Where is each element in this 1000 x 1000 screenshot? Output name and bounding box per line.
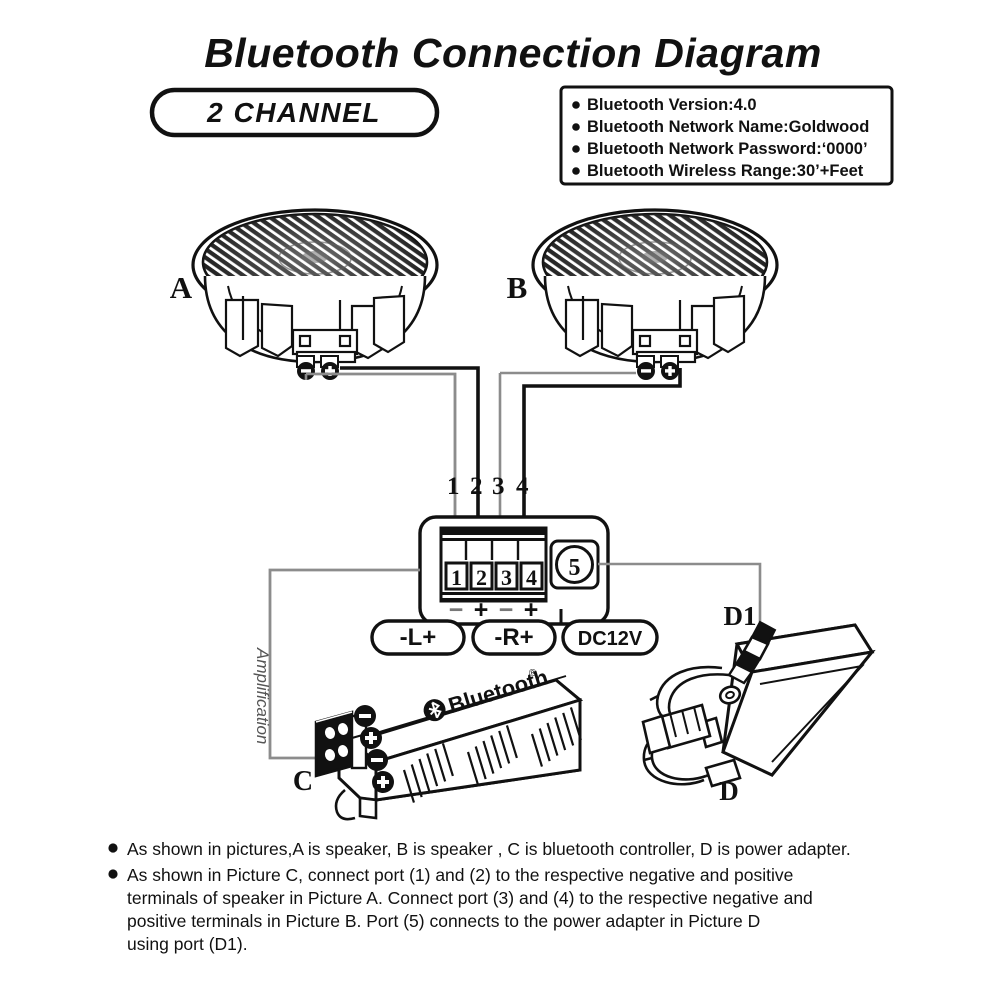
dc-power-wire xyxy=(559,562,762,624)
speaker-wires xyxy=(304,366,682,540)
spec-item: Bluetooth Network Password:‘0000’ xyxy=(587,140,868,158)
minus-icon xyxy=(371,758,383,762)
connector-pill-label-2: DC12V xyxy=(578,628,643,650)
speaker-a-terminals xyxy=(296,355,339,380)
polarity-marker-1: + xyxy=(474,596,489,624)
note-line-2-2: positive terminals in Picture B. Port (5… xyxy=(127,911,760,931)
terminal-port-label-3: 3 xyxy=(501,565,512,590)
polarity-marker-0: − xyxy=(449,596,464,624)
spec-item: Bluetooth Wireless Range:30’+Feet xyxy=(587,162,864,180)
port-callout-4: 4 xyxy=(516,473,529,500)
speaker-b: B xyxy=(507,208,779,380)
port-callout-2: 2 xyxy=(470,473,483,500)
bluetooth-controller: Bluetooth ® xyxy=(293,664,584,821)
plus-icon xyxy=(369,732,373,744)
connector-pill-label-0: -L+ xyxy=(400,624,437,651)
terminal-port-label-4: 4 xyxy=(526,565,537,590)
connector-pill-label-1: -R+ xyxy=(494,624,533,651)
port-callout-1: 1 xyxy=(447,473,460,500)
channel-badge-label: 2 CHANNEL xyxy=(206,97,381,128)
bullet-icon xyxy=(572,145,580,153)
terminal-port-3[interactable] xyxy=(494,561,519,591)
terminal-port-2[interactable] xyxy=(469,561,494,591)
adapter-label: D xyxy=(719,776,739,806)
note-line-2-3: using port (D1). xyxy=(127,934,248,954)
adapter-plug-label: D1 xyxy=(724,601,757,631)
spec-item: Bluetooth Network Name:Goldwood xyxy=(587,118,869,136)
bullet-icon xyxy=(108,869,118,879)
connector-pill-0[interactable] xyxy=(370,619,466,656)
controller-screw-terminals xyxy=(354,705,394,793)
note-line-2-1: terminals of speaker in Picture A. Conne… xyxy=(127,888,813,908)
bullet-icon xyxy=(572,123,580,131)
connector-pill-row: -L+ -R+ DC12V xyxy=(370,619,659,656)
minus-icon xyxy=(359,714,371,718)
trademark-symbol: ® xyxy=(528,667,539,680)
power-adapter: D1 D xyxy=(641,601,876,806)
plus-icon xyxy=(381,776,385,788)
connector-pill-2[interactable] xyxy=(561,619,659,656)
polarity-markers: −+−+ xyxy=(449,596,539,624)
port-callout-3: 3 xyxy=(492,473,505,500)
polarity-marker-2: − xyxy=(499,596,514,624)
terminal-port-label-2: 2 xyxy=(476,565,487,590)
controller-label: C xyxy=(293,766,313,797)
polarity-marker-3: + xyxy=(524,596,539,624)
speaker-b-label: B xyxy=(507,270,528,305)
speaker-b-terminals xyxy=(636,355,679,380)
bullet-icon xyxy=(572,167,580,175)
speaker-a-label: A xyxy=(170,270,193,305)
terminal-port-1[interactable] xyxy=(444,561,469,591)
amplification-label: Amplification xyxy=(253,647,272,744)
terminal-port-4[interactable] xyxy=(519,561,544,591)
note-line-2-0: As shown in Picture C, connect port (1) … xyxy=(127,865,793,885)
bullet-icon xyxy=(108,843,118,853)
dc-port-5: 5 xyxy=(549,539,600,590)
speaker-a: A xyxy=(170,208,439,380)
channel-badge: 2 CHANNEL xyxy=(149,87,440,138)
dc-port-number: 5 xyxy=(569,555,581,581)
bullet-icon xyxy=(572,101,580,109)
notes-section: As shown in pictures,A is speaker, B is … xyxy=(108,839,851,954)
page-title: Bluetooth Connection Diagram xyxy=(204,30,822,76)
dc-plug-d1 xyxy=(727,620,777,685)
note-line-1: As shown in pictures,A is speaker, B is … xyxy=(127,839,851,859)
connector-pill-1[interactable] xyxy=(471,619,557,656)
terminal-port-label-1: 1 xyxy=(451,565,462,590)
spec-item: Bluetooth Version:4.0 xyxy=(587,96,757,114)
amplification-bracket xyxy=(268,568,420,760)
